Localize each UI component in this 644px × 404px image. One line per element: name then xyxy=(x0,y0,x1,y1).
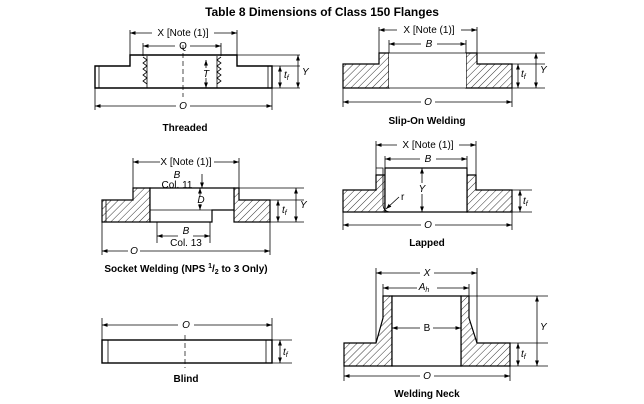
threaded-dimension-x: X [Note (1)] xyxy=(129,28,238,55)
socket-dimension-b-col11: B Col. 11 xyxy=(162,170,204,191)
blind-caption: Blind xyxy=(174,374,199,385)
welding-neck-caption: Welding Neck xyxy=(394,389,460,400)
slip-on-dimension-o: O xyxy=(342,88,513,108)
welding-neck-dimension-o: O xyxy=(343,366,511,382)
socket-col13-label: Col. 13 xyxy=(170,238,202,249)
socket-o-label: O xyxy=(130,246,138,257)
slip-on-dimension-x: X [Note (1)] xyxy=(378,25,478,53)
socket-b-top-label: B xyxy=(174,170,181,181)
slip-on-dimension-tf-y: tf Y xyxy=(477,52,548,89)
slip-on-flange-body xyxy=(342,52,513,89)
threaded-tf-label: tf xyxy=(284,70,290,82)
welding-neck-dimension-b: B xyxy=(392,323,461,334)
lapped-dimension-y: Y xyxy=(419,168,427,212)
welding-neck-flange-body xyxy=(343,295,511,367)
lapped-r-label: r xyxy=(401,192,405,203)
lapped-x-label: X [Note (1)] xyxy=(402,140,453,151)
lapped-y-label: Y xyxy=(419,184,427,195)
socket-dimension-x: X [Note (1)] xyxy=(132,157,240,188)
blind-dimension-o: O xyxy=(101,318,273,340)
welding-neck-ah-label: Ah xyxy=(418,282,430,294)
blind-o-label: O xyxy=(182,320,190,331)
lapped-dimension-tf: tf xyxy=(512,189,532,213)
welding-neck-x-label: X xyxy=(423,268,431,279)
blind-flange-body xyxy=(101,335,273,368)
socket-dimension-tf-y: tf Y xyxy=(239,187,308,223)
lapped-dimension-o: O xyxy=(342,212,513,231)
welding-neck-dimension-x: X xyxy=(375,268,478,343)
blind-flange-diagram: O tf Blind xyxy=(101,318,292,385)
socket-tf-label: tf xyxy=(282,205,288,217)
welding-neck-b-label: B xyxy=(424,323,431,334)
socket-d-label: D xyxy=(197,195,204,206)
socket-welding-flange-body xyxy=(101,187,271,223)
socket-dimension-o: O xyxy=(101,222,271,257)
socket-col11-label: Col. 11 xyxy=(162,180,193,191)
threaded-flange-diagram: X [Note (1)] Q T tf Y O xyxy=(94,28,310,134)
lapped-dimension-b: B xyxy=(384,154,468,168)
slip-on-caption: Slip-On Welding xyxy=(388,116,465,127)
lapped-tf-label: tf xyxy=(523,196,529,208)
welding-neck-flange-diagram: X Ah B tf Y O We xyxy=(343,268,548,400)
slip-on-o-label: O xyxy=(424,97,432,108)
socket-y-label: Y xyxy=(300,200,308,211)
lapped-dimension-r: r xyxy=(385,192,405,210)
slip-on-dimension-b: B xyxy=(388,39,467,53)
socket-welding-flange-diagram: X [Note (1)] B Col. 11 D B Col. 13 tf xyxy=(101,157,308,276)
slip-on-flange-diagram: X [Note (1)] B tf Y O Slip-On Welding xyxy=(342,25,548,127)
socket-b-bottom-label: B xyxy=(183,226,190,237)
threaded-dimension-o: O xyxy=(94,88,273,112)
threaded-x-label: X [Note (1)] xyxy=(157,28,208,39)
blind-dimension-tf: tf xyxy=(272,339,292,364)
lapped-dimension-x: X [Note (1)] xyxy=(375,140,477,175)
socket-dimension-b-col13: B Col. 13 xyxy=(156,222,211,249)
socket-caption: Socket Welding (NPS 1/2 to 3 Only) xyxy=(104,263,267,276)
socket-x-label: X [Note (1)] xyxy=(160,157,211,168)
threaded-caption: Threaded xyxy=(162,123,207,134)
threaded-o-label: O xyxy=(179,101,187,112)
welding-neck-tf-label: tf xyxy=(521,349,527,361)
threaded-dimension-tf-y: tf Y xyxy=(237,54,310,89)
slip-on-x-label: X [Note (1)] xyxy=(403,25,454,36)
welding-neck-o-label: O xyxy=(423,371,431,382)
lapped-b-label: B xyxy=(425,154,432,165)
welding-neck-dimension-ah: Ah xyxy=(382,282,470,296)
lapped-flange-body xyxy=(342,167,513,213)
lapped-flange-diagram: X [Note (1)] B r Y tf xyxy=(342,140,532,249)
slip-on-y-label: Y xyxy=(540,65,548,76)
figure-title: Table 8 Dimensions of Class 150 Flanges xyxy=(205,5,439,19)
threaded-y-label: Y xyxy=(302,67,310,78)
threaded-dimension-t: T xyxy=(203,59,210,88)
slip-on-b-label: B xyxy=(426,39,433,50)
threaded-dimension-q: Q xyxy=(142,41,222,56)
welding-neck-y-label: Y xyxy=(540,322,548,333)
socket-dimension-d: D xyxy=(197,188,205,210)
welding-neck-dimension-tf-y: tf Y xyxy=(469,295,548,367)
lapped-o-label: O xyxy=(424,220,432,231)
slip-on-tf-label: tf xyxy=(521,69,527,81)
lapped-caption: Lapped xyxy=(409,238,445,249)
threaded-flange-body xyxy=(94,45,273,97)
blind-tf-label: tf xyxy=(283,347,289,359)
threaded-t-label: T xyxy=(203,69,210,80)
threaded-q-label: Q xyxy=(179,41,187,52)
